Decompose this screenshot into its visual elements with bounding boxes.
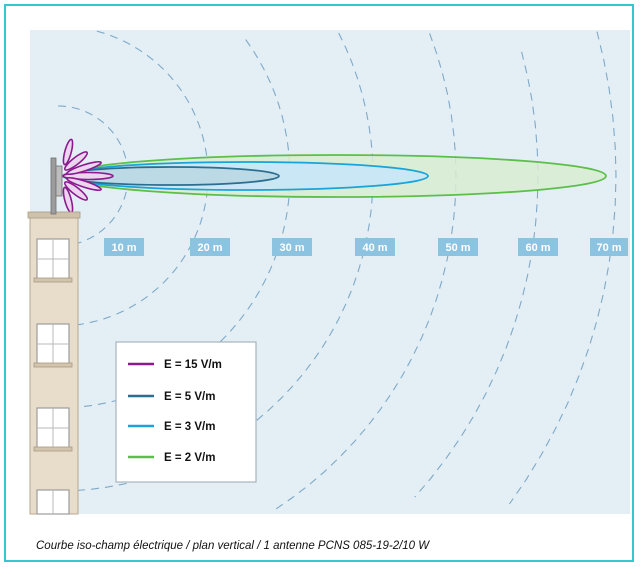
iso-field-lobes (62, 138, 607, 214)
wavefront-arc (57, 30, 209, 327)
distance-label: 70 m (596, 242, 621, 254)
legend-label: E = 3 V/m (164, 421, 215, 433)
legend-label: E = 5 V/m (164, 391, 215, 403)
figure-caption: Courbe iso-champ électrique / plan verti… (36, 540, 430, 552)
wavefront-arc (414, 51, 539, 498)
lobe-15vm (62, 138, 114, 214)
wavefront-arc (274, 33, 457, 511)
distance-label: 10 m (111, 242, 136, 254)
wavefront-arc (508, 31, 617, 505)
iso-field-diagram: 10 m 20 m 30 m 40 m 50 m 60 m (27, 30, 630, 515)
distance-label: 40 m (362, 242, 387, 254)
distance-markers: 10 m 20 m 30 m 40 m 50 m 60 m (104, 238, 628, 256)
antenna-panel (55, 165, 63, 197)
distance-label: 50 m (445, 242, 470, 254)
legend-item: E = 2 V/m (128, 452, 215, 464)
wavefront-arc (57, 105, 129, 247)
distance-marker: 10 m (104, 238, 144, 256)
legend: E = 15 V/m E = 5 V/m E = 3 V/m E = 2 V/m (115, 341, 257, 483)
distance-label: 20 m (197, 242, 222, 254)
distance-marker: 20 m (190, 238, 230, 256)
distance-marker: 30 m (272, 238, 312, 256)
legend-label: E = 15 V/m (164, 359, 222, 371)
distance-label: 60 m (525, 242, 550, 254)
building (27, 157, 81, 515)
legend-box (115, 341, 257, 483)
legend-label: E = 2 V/m (164, 452, 215, 464)
distance-marker: 50 m (438, 238, 478, 256)
distance-label: 30 m (279, 242, 304, 254)
distance-marker: 40 m (355, 238, 395, 256)
distance-marker: 70 m (590, 238, 628, 256)
legend-item: E = 5 V/m (128, 391, 215, 403)
figure-frame: 10 m 20 m 30 m 40 m 50 m 60 m (4, 4, 634, 562)
legend-item: E = 15 V/m (128, 359, 222, 371)
antenna-mast (50, 157, 57, 215)
legend-item: E = 3 V/m (128, 421, 215, 433)
distance-marker: 60 m (518, 238, 558, 256)
